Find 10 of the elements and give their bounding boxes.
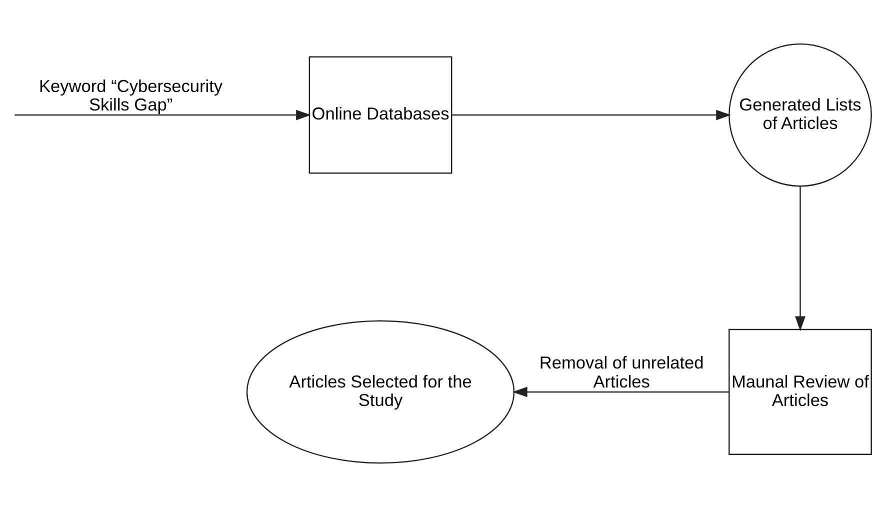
node-box: Maunal Review of Articles bbox=[728, 328, 872, 456]
edge-label: Keyword “Cybersecurity Skills Gap” bbox=[38, 76, 223, 114]
edge-label: Removal of unrelated Articles bbox=[539, 352, 704, 392]
node-ellipse: Articles Selected for the Study bbox=[246, 320, 515, 464]
arrow bbox=[452, 110, 731, 120]
node-circle: Generated Lists of Articles bbox=[728, 43, 872, 187]
arrow bbox=[14, 110, 311, 120]
arrow bbox=[512, 386, 729, 398]
node-box: Online Databases bbox=[308, 56, 452, 174]
arrow bbox=[795, 186, 806, 332]
